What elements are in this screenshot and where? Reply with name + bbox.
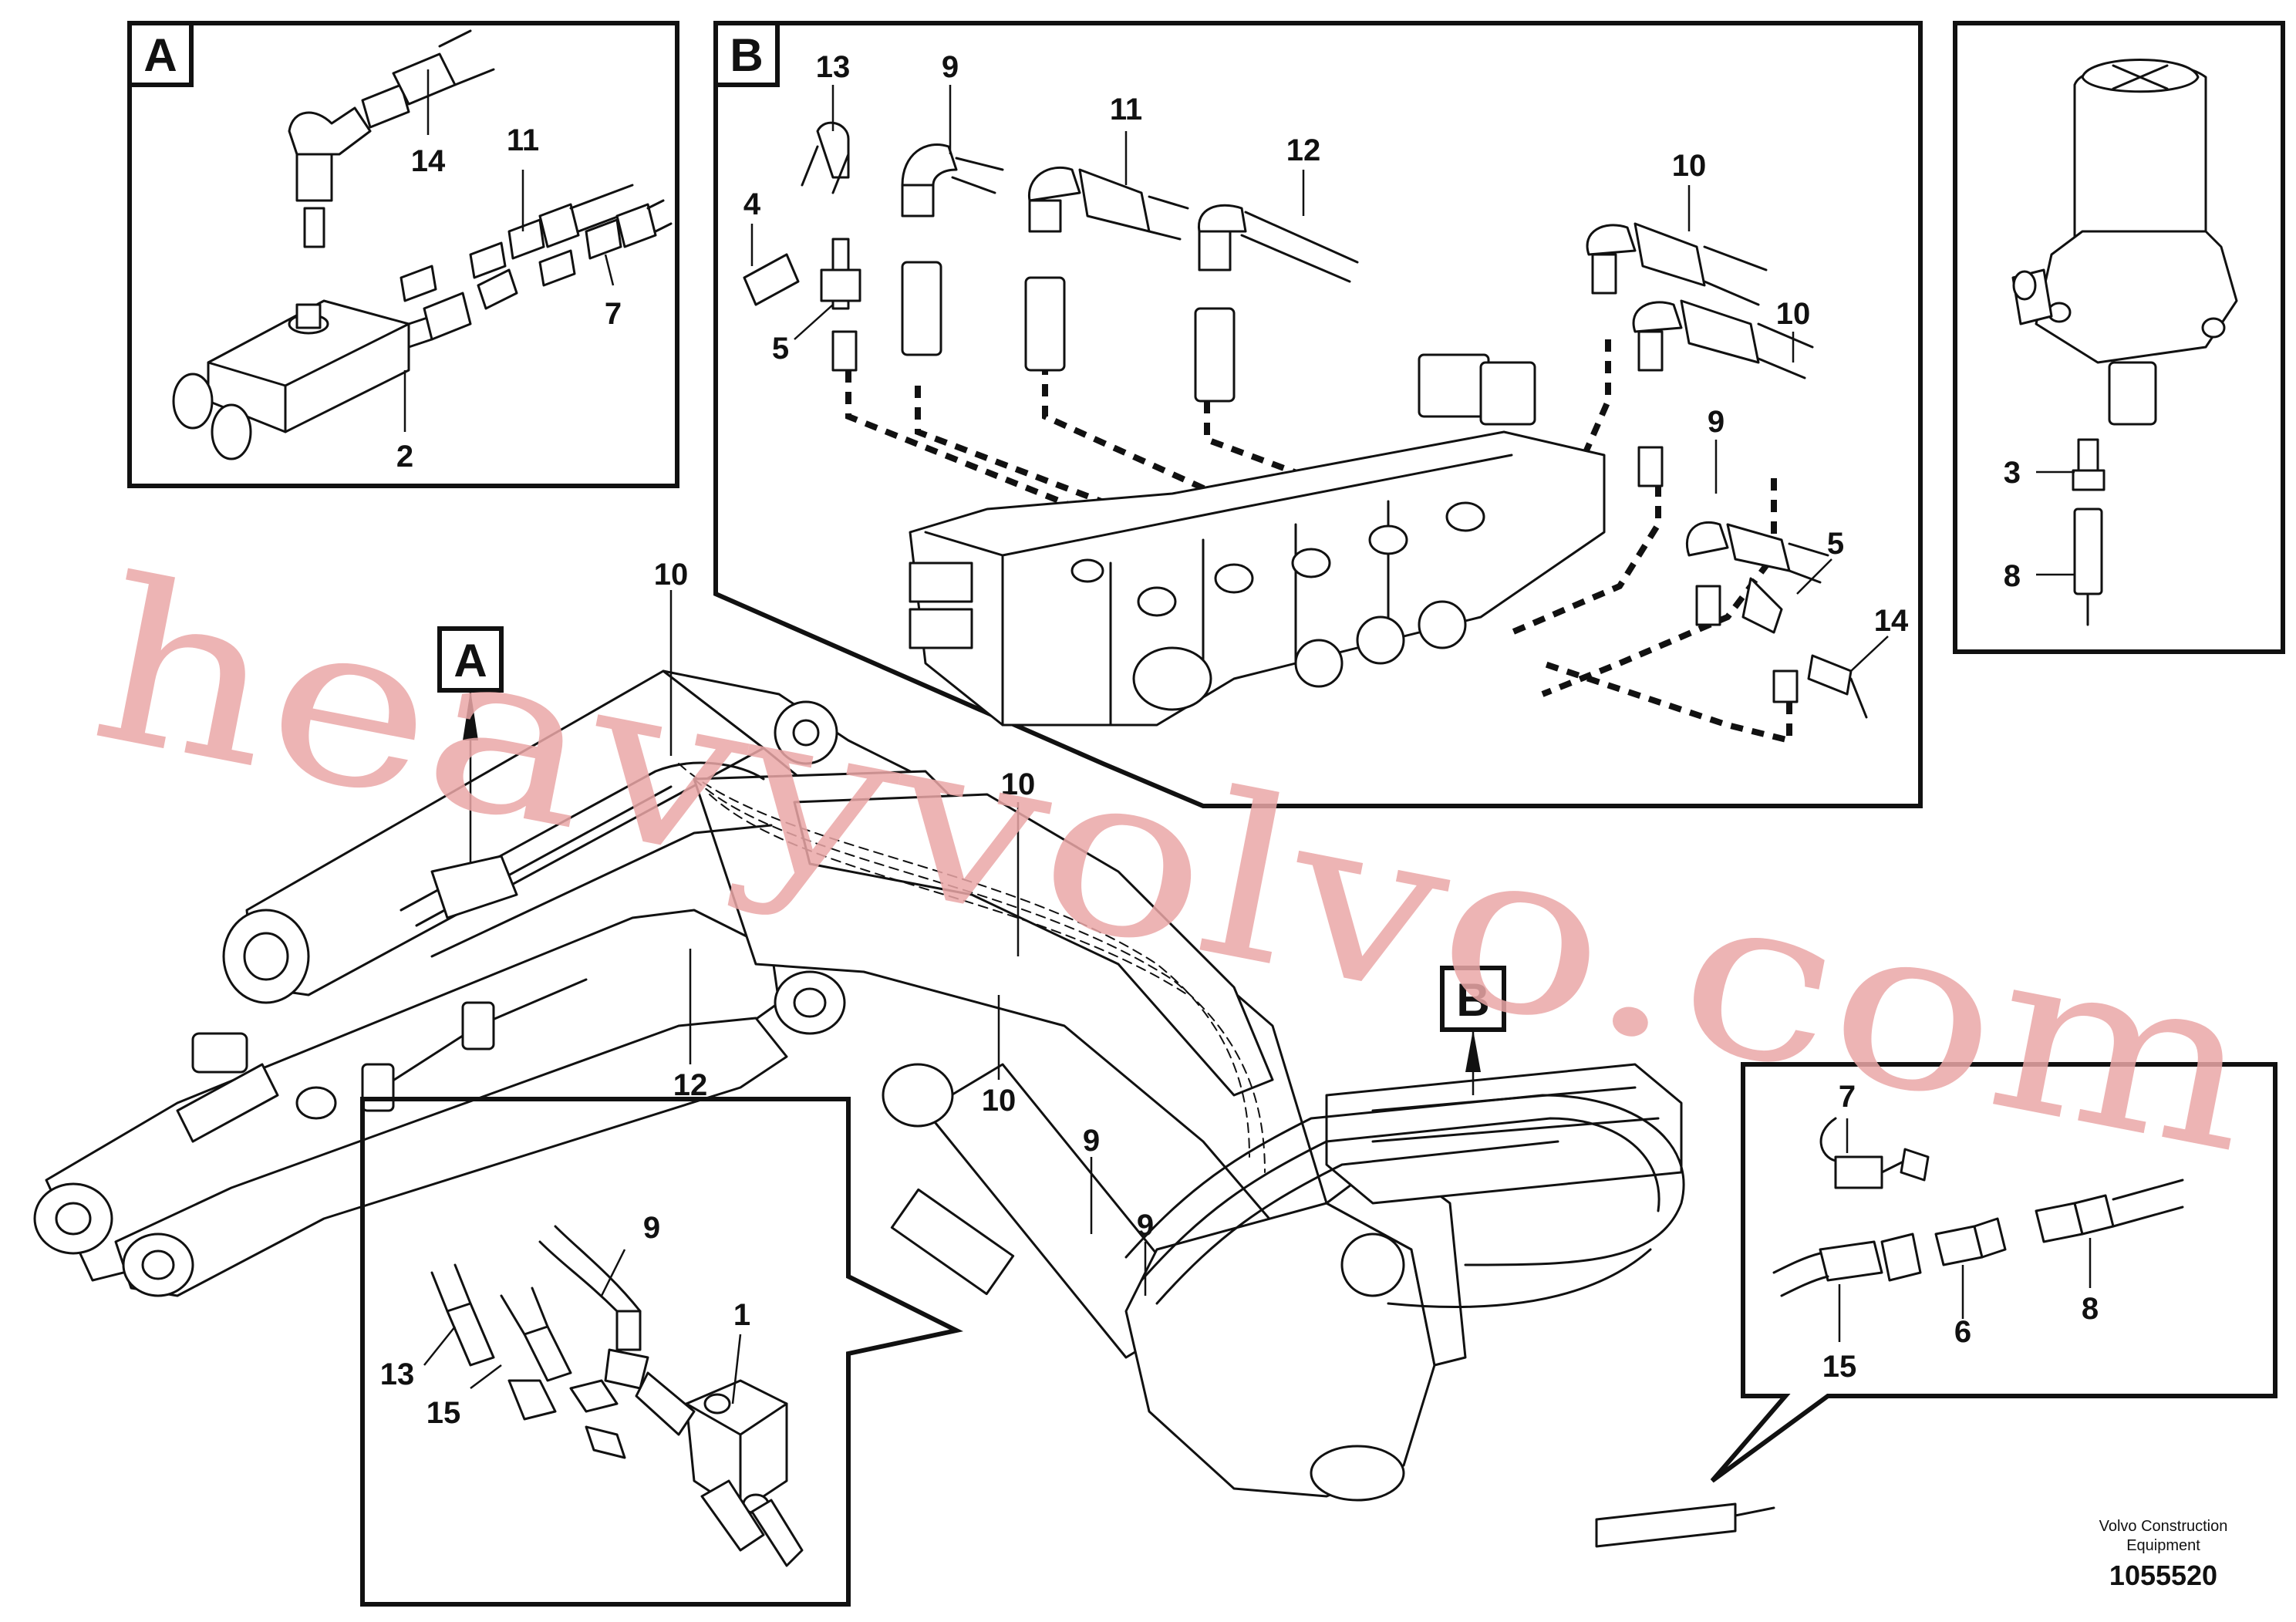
panel-b-callout-14: 14 [1874, 604, 1909, 638]
main-callout-10-a: 10 [654, 558, 689, 592]
panel-b-callout-10: 10 [1672, 149, 1707, 183]
panel-b-callout-5b: 5 [1827, 527, 1844, 561]
marker-a-letter: A [453, 635, 487, 686]
company-line-1: Volvo Construction [2099, 1518, 2228, 1535]
main-callout-10-b: 10 [1001, 767, 1036, 801]
panel-a-callout-2: 2 [396, 440, 413, 474]
panel-b-callout-10b: 10 [1776, 297, 1811, 331]
panel-d-callout-15: 15 [426, 1396, 461, 1430]
panel-b-callout-11: 11 [1110, 93, 1142, 126]
panel-d-callout-13: 13 [380, 1357, 415, 1391]
panel-e-callout-7: 7 [1839, 1080, 1856, 1114]
panel-b-callout-5: 5 [772, 332, 789, 366]
panel-a-letter-box [127, 21, 194, 87]
company-line-2: Equipment [2126, 1537, 2200, 1554]
detail-panel-e [1710, 1062, 2277, 1483]
panel-a-letter: A [143, 29, 177, 81]
marker-b-letter: B [1456, 974, 1489, 1026]
detail-panel-a: A [127, 21, 679, 488]
panel-c-callout-3: 3 [2004, 456, 2021, 490]
panel-b-letter-box [713, 21, 780, 87]
boom-assembly [33, 669, 1775, 1548]
panel-a-callout-14: 14 [411, 144, 446, 178]
main-callout-12: 12 [673, 1068, 708, 1102]
detail-panel-b: B [713, 21, 1923, 808]
panel-e-callout-15: 15 [1822, 1350, 1857, 1384]
panel-b-letter: B [730, 29, 763, 81]
panel-b-callout-4: 4 [743, 187, 761, 221]
main-callout-9-b: 9 [1137, 1209, 1154, 1243]
marker-a [437, 626, 504, 864]
panel-b-callout-9b: 9 [1708, 405, 1725, 439]
panel-b-callout-12: 12 [1286, 133, 1321, 167]
panel-a-callout-11: 11 [507, 123, 539, 157]
panel-e-callout-6: 6 [1954, 1315, 1971, 1349]
panel-d-callout-1: 1 [733, 1298, 750, 1332]
main-callout-9-a: 9 [1083, 1124, 1100, 1158]
detail-panel-c [1953, 21, 2285, 654]
main-callout-10-c: 10 [982, 1084, 1017, 1118]
panel-c-callout-8: 8 [2004, 559, 2021, 593]
panel-b-callout-9: 9 [942, 50, 959, 84]
drawing-number: 1055520 [2109, 1560, 2217, 1591]
panel-e-callout-8: 8 [2082, 1292, 2099, 1326]
marker-b [1440, 966, 1506, 1095]
panel-a-callout-7: 7 [605, 297, 622, 331]
detail-panel-d [360, 1097, 963, 1607]
panel-d-callout-9: 9 [643, 1211, 660, 1245]
panel-b-callout-13: 13 [816, 50, 851, 84]
